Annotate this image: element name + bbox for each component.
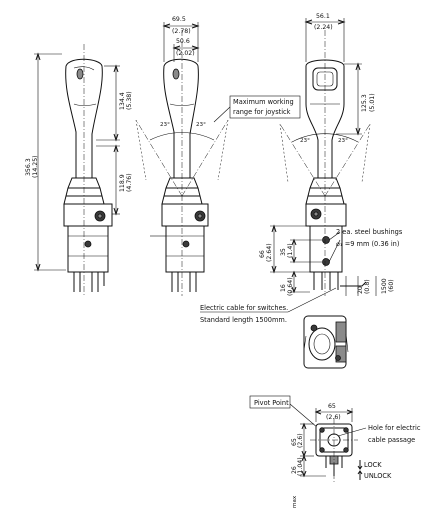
dim-total-height: 356.3 — [25, 158, 32, 176]
bushings-label-1: 2 ea. steel bushings — [336, 228, 403, 236]
dim-base-depth-in: (1.04) — [297, 457, 304, 476]
hole-label-2: cable passage — [368, 436, 415, 444]
dim-base-max: max — [292, 495, 298, 508]
dim-right-width-in: (2.24) — [314, 24, 333, 31]
dim-right-width: 56.1 — [316, 13, 330, 20]
dim-base-side: 65 — [291, 438, 298, 446]
front-view-cable — [340, 281, 367, 287]
dim-bush-height-in: (1.4) — [287, 243, 294, 258]
top-view — [303, 315, 349, 369]
cable-label-1: Electric cable for switches. — [200, 304, 288, 312]
angle-view: 23° 23° 69.5 (2.78) 50.6 (2.02) — [135, 16, 229, 296]
cable-callout: Electric cable for switches. Standard le… — [200, 287, 337, 324]
front-view: 23° 23° 56.1 (2.24) 125.3 (5.01) 66 (2.6… — [259, 13, 395, 296]
dim-top-width-1-in: (2.78) — [172, 28, 191, 35]
side-view-trigger — [76, 68, 84, 80]
pivot-point-label: Pivot Point — [254, 399, 289, 407]
dim-total-height-in: (14.25) — [32, 155, 39, 178]
dim-base-depth: 26 — [291, 466, 298, 474]
hole-label-1: Hole for electric — [368, 424, 421, 432]
dim-base-side-in: (2.6) — [297, 433, 304, 448]
dim-upper-height-in: (5.38) — [126, 91, 133, 110]
dim-cable-20-in: (0.8) — [364, 279, 371, 294]
bushings-label-2: ⌀₁ =9 mm (0.36 in) — [336, 240, 399, 248]
dim-top-width-1: 69.5 — [172, 16, 186, 23]
dim-bottom-offset-in: (0.64) — [287, 277, 294, 296]
dim-grip-height: 125.3 — [361, 94, 368, 112]
working-range-callout: Maximum working range for joystick — [213, 95, 301, 123]
dim-top-width-2-in: (2.02) — [176, 50, 195, 57]
angle-view-bellows — [161, 177, 203, 205]
mounting-view: Pivot Point 65 (2.6) 65 (2.6) 26 (1.04) — [249, 395, 421, 508]
front-view-bushing-top — [322, 236, 330, 244]
dim-cable-1500-in: (60) — [388, 279, 395, 292]
dim-grip-height-in: (5.01) — [369, 93, 376, 112]
dim-bottom-offset: 16 — [280, 284, 287, 292]
dim-base-height: 66 — [259, 250, 266, 258]
dim-cable-20: 20 — [357, 286, 364, 294]
lock-label: LOCK — [364, 461, 382, 469]
angle-view-base — [165, 225, 205, 273]
dim-lower-height-in: (4.76) — [126, 173, 133, 192]
dim-base-width-in: (2.6) — [326, 414, 341, 421]
top-view-grip — [308, 327, 336, 361]
dim-upper-height: 134.4 — [119, 92, 126, 110]
angle-view-grip — [163, 58, 199, 179]
dim-lower-height: 118.9 — [119, 174, 126, 192]
working-range-label-2: range for joystick — [233, 108, 291, 116]
unlock-label: UNLOCK — [364, 472, 392, 480]
front-view-bushing-bottom — [322, 258, 330, 266]
lock-arrow-icon — [357, 460, 363, 470]
working-range-label-1: Maximum working — [233, 98, 294, 106]
angle-left: 23° — [160, 122, 170, 128]
cable-label-2: Standard length 1500mm. — [200, 316, 287, 324]
side-view: 356.3 (14.25) 134.4 (5.38) 118.9 (4.76) — [25, 44, 133, 296]
side-view-base — [67, 225, 109, 273]
unlock-arrow-icon — [357, 470, 363, 480]
angle-view-range-left — [135, 119, 183, 197]
dim-top-width-2: 50.6 — [176, 38, 190, 45]
side-view-knob-center — [97, 213, 103, 219]
side-view-bushing — [84, 240, 92, 248]
dim-bush-height: 35 — [280, 248, 287, 256]
angle-right: 23° — [196, 122, 206, 128]
side-view-terminals — [73, 272, 105, 292]
pivot-point-label-box — [249, 395, 291, 409]
front-angle-left: 23° — [300, 138, 310, 144]
dim-cable-1500: 1500 — [381, 278, 388, 294]
dim-base-width: 65 — [328, 403, 336, 410]
bushings-callout: 2 ea. steel bushings ⌀₁ =9 mm (0.36 in) — [328, 228, 403, 263]
angle-view-range-right — [181, 119, 229, 197]
dim-base-height-in: (2.64) — [266, 243, 273, 262]
front-angle-right: 23° — [338, 138, 348, 144]
